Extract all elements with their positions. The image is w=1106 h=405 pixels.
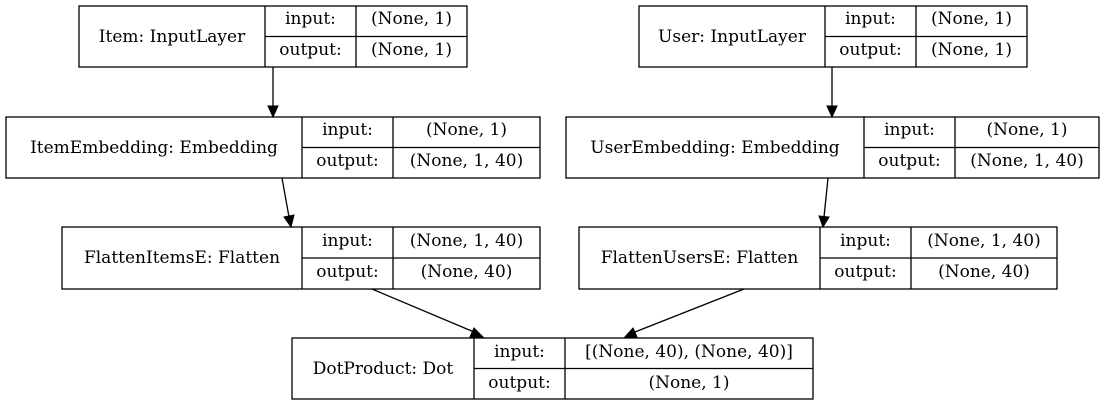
node-dot-product: DotProduct: Dot input: [(None, 40), (Non… [291, 337, 814, 400]
layer-name: FlattenUsersE: Flatten [601, 248, 799, 268]
output-label: output: [834, 262, 896, 282]
edges [267, 67, 838, 339]
node-flatten-users: FlattenUsersE: Flatten input: (None, 1, … [578, 226, 1058, 290]
output-label: output: [878, 151, 940, 171]
output-label: output: [839, 40, 901, 60]
node-user-embedding: UserEmbedding: Embedding input: (None, 1… [565, 116, 1100, 179]
node-item-input: Item: InputLayer input: (None, 1) output… [78, 5, 468, 68]
layer-name: User: InputLayer [658, 27, 807, 47]
output-shape: (None, 40) [938, 262, 1030, 282]
edge-flatten-users-to-dot-product [622, 288, 745, 339]
edge-user-input-to-user-embedding [826, 67, 838, 119]
edge-item-input-to-item-embedding [267, 67, 279, 119]
output-shape: (None, 40) [421, 262, 513, 282]
input-label: input: [884, 120, 935, 140]
edge-flatten-items-to-dot-product [371, 288, 486, 339]
input-shape: (None, 1, 40) [927, 231, 1040, 251]
node-flatten-items: FlattenItemsE: Flatten input: (None, 1, … [61, 226, 541, 290]
input-shape: (None, 1) [371, 9, 452, 29]
output-label: output: [279, 40, 341, 60]
layer-name: Item: InputLayer [99, 27, 246, 47]
output-shape: (None, 1) [931, 40, 1012, 60]
output-shape: (None, 1, 40) [970, 151, 1083, 171]
input-shape: (None, 1, 40) [410, 231, 523, 251]
input-shape: (None, 1) [426, 120, 507, 140]
input-label: input: [322, 120, 373, 140]
layer-name: ItemEmbedding: Embedding [30, 138, 278, 158]
node-user-input: User: InputLayer input: (None, 1) output… [638, 5, 1028, 68]
input-label: input: [322, 231, 373, 251]
output-shape: (None, 1) [371, 40, 452, 60]
output-label: output: [316, 151, 378, 171]
input-label: input: [840, 231, 891, 251]
layer-name: UserEmbedding: Embedding [590, 138, 839, 158]
input-shape: [(None, 40), (None, 40)] [585, 342, 793, 362]
input-label: input: [845, 9, 896, 29]
edge-user-embedding-to-flatten-users [818, 177, 830, 229]
output-label: output: [488, 373, 550, 393]
output-label: output: [316, 262, 378, 282]
input-label: input: [285, 9, 336, 29]
input-label: input: [494, 342, 545, 362]
output-shape: (None, 1) [648, 373, 729, 393]
input-shape: (None, 1) [986, 120, 1067, 140]
edge-item-embedding-to-flatten-items [281, 177, 295, 229]
input-shape: (None, 1) [931, 9, 1012, 29]
layer-name: FlattenItemsE: Flatten [84, 248, 280, 268]
layer-name: DotProduct: Dot [313, 359, 454, 379]
node-item-embedding: ItemEmbedding: Embedding input: (None, 1… [5, 116, 541, 179]
output-shape: (None, 1, 40) [410, 151, 523, 171]
